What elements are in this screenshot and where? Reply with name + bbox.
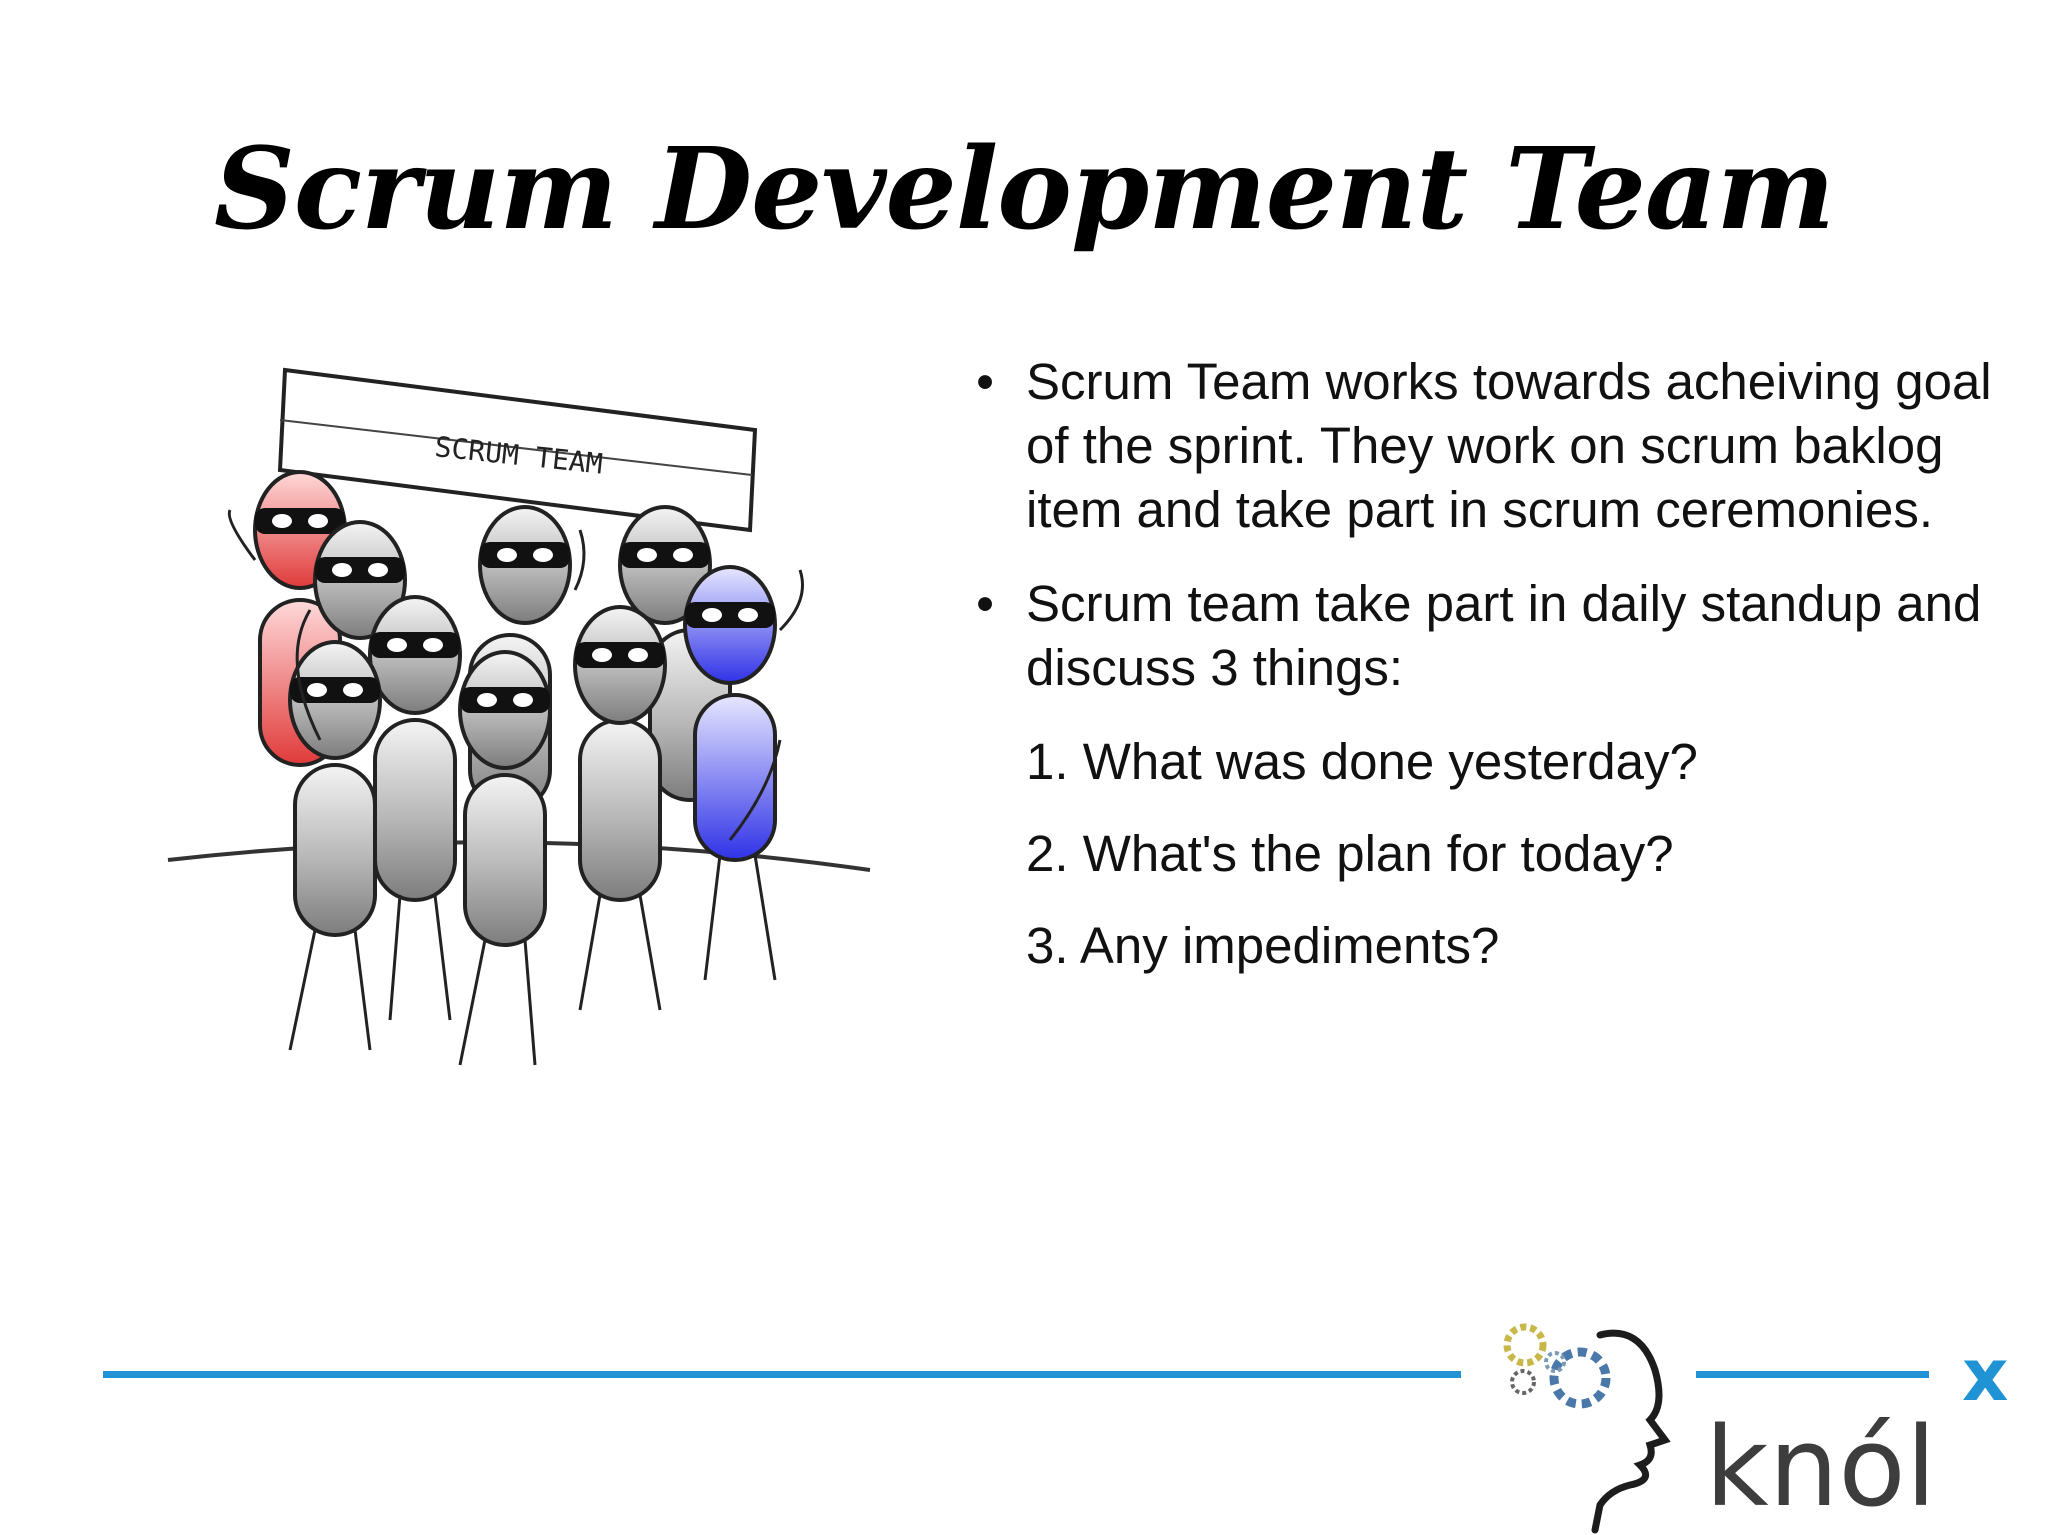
bullet-item: • Scrum team take part in daily standup … [970,572,2000,700]
numbered-item: 2. What's the plan for today? [1026,825,1674,882]
scrum-team-illustration: SCRUM TEAM [167,367,871,1066]
logo-superscript: x [1962,1333,2008,1417]
bullet-dot: • [976,575,994,632]
numbered-item: 3. Any impediments? [1026,917,1500,974]
knolx-logo: knól x [1503,1323,2008,1534]
logo-text: knól [1705,1403,1936,1531]
bullet-list: • Scrum Team works towards acheiving goa… [970,350,2000,1006]
head-icon [1591,1329,1671,1534]
slide-title: Scrum Development Team [213,124,1835,255]
numbered-item: 1. What was done yesterday? [1026,733,1698,790]
bullet-text: Scrum Team works towards acheiving goal … [1026,353,1992,538]
bullet-text: Scrum team take part in daily standup an… [1026,575,1982,696]
bullet-item: • Scrum Team works towards acheiving goa… [970,350,2000,542]
gears-icon [1503,1323,1611,1409]
bullet-dot: • [976,353,994,410]
footer-divider-right [1696,1371,1929,1378]
footer-divider-left [103,1371,1461,1378]
